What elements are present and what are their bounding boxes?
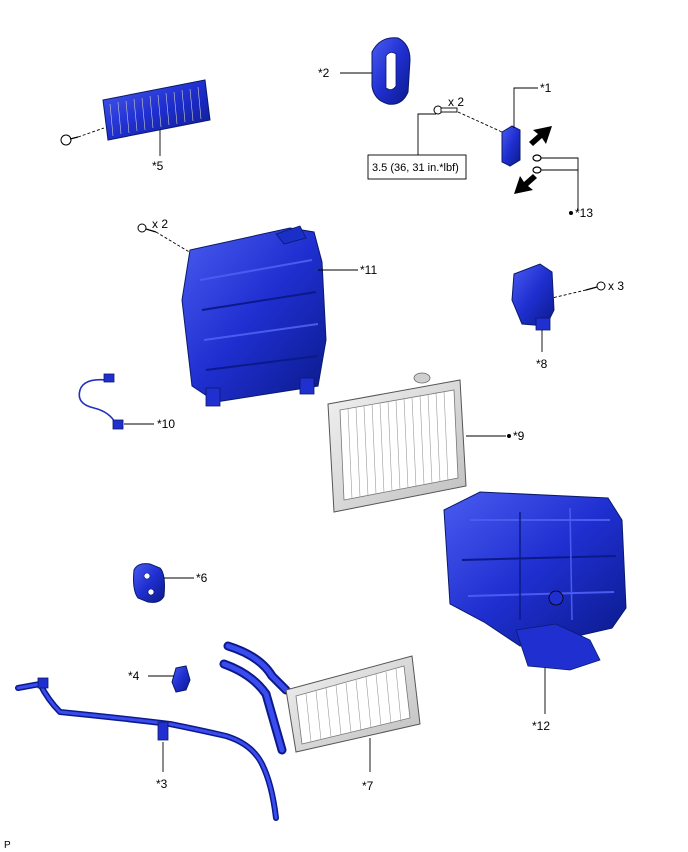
- arrow-icon: [514, 174, 537, 194]
- callout-p12: *12: [532, 719, 550, 733]
- pipe-part: [15, 677, 279, 821]
- callout-p11: *11: [360, 263, 377, 277]
- heater-core-pipes: [219, 641, 291, 755]
- torque-spec: 3.5 (36, 31 in.*lbf): [372, 162, 459, 174]
- screw-quantity-bracket: x 3: [608, 279, 624, 293]
- corner-mark: P: [4, 840, 11, 851]
- air-conditioning-case-part: [443, 491, 627, 671]
- callout-p8: *8: [536, 357, 548, 371]
- callout-p3: *3: [156, 777, 168, 791]
- callout-p5: *5: [152, 159, 164, 173]
- bolt-icon: [433, 105, 458, 115]
- filter-part: [102, 79, 211, 141]
- callout-p1: *1: [540, 81, 552, 95]
- grommet-part: [371, 37, 411, 105]
- clip-part: [171, 665, 191, 693]
- expansion-valve-part: [501, 125, 521, 167]
- bracket-part: [511, 263, 555, 331]
- dot-icon: [569, 211, 573, 215]
- evaporator-core-part: [327, 372, 467, 513]
- screw-icon: [137, 223, 157, 233]
- small-grommet-part: [133, 563, 165, 603]
- callout-p9: *9: [513, 429, 525, 443]
- heater-core-part: [285, 655, 421, 753]
- dot-icon: [507, 434, 511, 438]
- bolt-quantity: x 2: [448, 95, 464, 109]
- o-ring-part: [532, 154, 542, 174]
- callout-p13: *13: [575, 206, 593, 220]
- callout-p7: *7: [362, 779, 374, 793]
- evaporator-housing-part: [181, 225, 327, 407]
- screw-quantity-housing: x 2: [152, 217, 168, 231]
- screw-icon: [60, 134, 79, 146]
- callout-p6: *6: [196, 571, 208, 585]
- arrow-icon: [529, 126, 552, 146]
- callout-p10: *10: [157, 417, 175, 431]
- screw-icon: [585, 281, 606, 291]
- callout-p2: *2: [318, 66, 330, 80]
- sensor-wire-part: [78, 373, 124, 430]
- callout-p4: *4: [128, 669, 140, 683]
